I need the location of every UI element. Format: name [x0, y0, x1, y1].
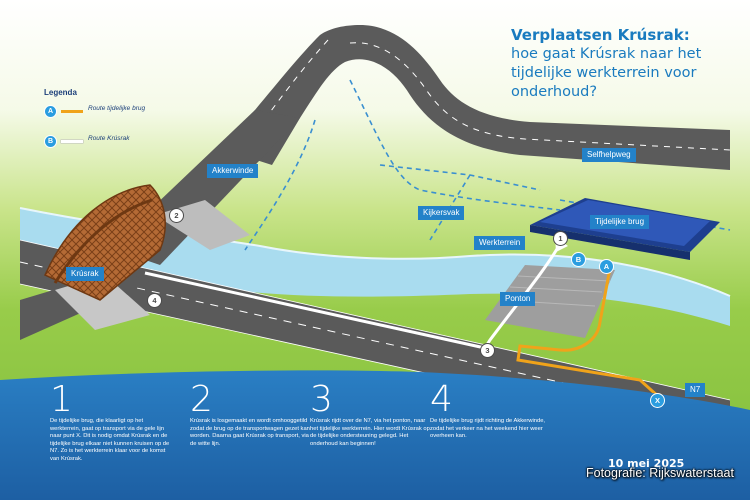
label-krusrak: Krúsrak [66, 267, 104, 281]
legend-marker-a: A [44, 105, 57, 118]
label-ponton: Ponton [500, 292, 536, 306]
legend-marker-b: B [44, 135, 57, 148]
legend: Legenda A Route tijdelijke brug B Route … [44, 88, 145, 157]
step-3-text: Krúsrak rijdt over de N7, via het ponton… [310, 418, 430, 447]
label-akkerwinde: Akkerwinde [207, 164, 259, 178]
legend-line-orange [61, 110, 83, 113]
bottom-band [0, 370, 750, 500]
label-n7: N7 [685, 383, 706, 397]
infographic-title: Verplaatsen Krúsrak: hoe gaat Krúsrak na… [511, 26, 743, 102]
legend-header: Legenda [44, 88, 77, 97]
label-werkterrein: Werkterrein [474, 236, 526, 250]
krusrak-bridge-arch-front [53, 198, 153, 284]
step-3-number: 3 [310, 379, 333, 420]
step-1-number: 1 [50, 379, 73, 420]
legend-item-route-a: A Route tijdelijke brug [44, 105, 145, 127]
legend-label-route-b: Route Krúsrak [88, 135, 130, 142]
map-marker-1: 1 [553, 231, 568, 246]
title-line-1: Verplaatsen Krúsrak: [511, 26, 690, 44]
temporary-bridge-side [530, 225, 690, 260]
step-2: 2 Krúsrak is losgemaakt en wordt omhoogg… [190, 379, 312, 448]
title-line-3: tijdelijke werkterrein voor [511, 65, 697, 81]
legend-label-route-a: Route tijdelijke brug [88, 105, 146, 112]
legend-item-route-b: B Route Krúsrak [44, 135, 130, 157]
title-line-2: hoe gaat Krúsrak naar het [511, 46, 702, 62]
map-marker-b: B [571, 252, 586, 267]
pontoon [485, 265, 615, 338]
road-selfhelpweg-marking [267, 39, 731, 151]
step-1: 1 De tijdelijke brug, die klaarligt op h… [50, 379, 172, 464]
step-4-text: De tijdelijke brug rijdt richting de Akk… [430, 418, 546, 440]
step-2-number: 2 [190, 379, 213, 420]
step-2-text: Krúsrak is losgemaakt en wordt omhoogget… [190, 418, 310, 447]
label-selfhelpweg: Selfhelpweg [582, 148, 636, 162]
legend-line-white [61, 140, 83, 143]
step-4: 4 De tijdelijke brug rijdt richting de A… [430, 379, 552, 441]
work-area-outline-2 [349, 79, 561, 211]
photo-credit: Fotografie: Rijkswaterstaat [586, 466, 734, 480]
work-area-outline-1 [244, 119, 316, 251]
title-line-4: onderhoud? [511, 84, 598, 100]
date-label: 10 mei 2025 [608, 457, 685, 470]
road-selfhelpweg [225, 25, 730, 170]
label-kijkersvak: Kijkersvak [418, 206, 465, 220]
map-marker-3: 3 [480, 343, 495, 358]
map-marker-4: 4 [147, 293, 162, 308]
map-marker-x: X [650, 393, 665, 408]
step-1-text: De tijdelijke brug, die klaarligt op het… [50, 418, 170, 462]
map-marker-2: 2 [169, 208, 184, 223]
step-3: 3 Krúsrak rijdt over de N7, via het pont… [310, 379, 432, 448]
route-a-line [516, 267, 662, 400]
step-4-number: 4 [430, 379, 453, 420]
map-marker-a: A [599, 259, 614, 274]
label-tijdelijke-brug: Tijdelijke brug [590, 215, 650, 229]
